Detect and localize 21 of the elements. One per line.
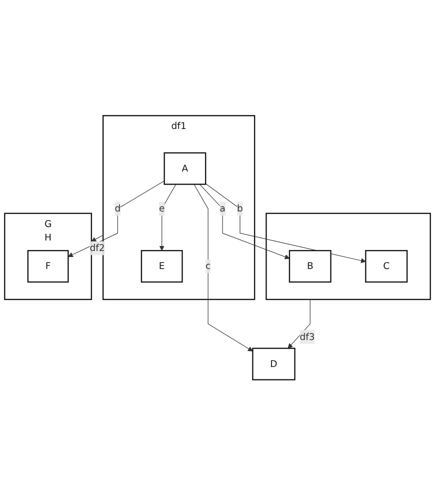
node-box: A — [164, 152, 206, 185]
edge-label: d — [114, 202, 121, 214]
edge-label: df3 — [300, 330, 315, 342]
edge-label: a — [220, 202, 226, 214]
node-box: D — [252, 348, 296, 380]
edge-label: e — [158, 202, 165, 214]
arrow — [199, 184, 290, 260]
node-box: C — [365, 250, 408, 282]
cluster — [266, 212, 431, 300]
node-box: B — [288, 250, 332, 282]
arrow — [205, 183, 366, 263]
arrow — [91, 234, 104, 242]
edge-label: b — [237, 202, 243, 214]
arrow — [68, 180, 165, 257]
arrow — [288, 298, 310, 348]
node-box: E — [140, 250, 183, 282]
arrow — [194, 184, 253, 352]
node-box: F — [27, 250, 69, 282]
edge-label: c — [206, 260, 211, 272]
arrow — [159, 184, 176, 251]
edge-label: df2 — [90, 242, 105, 254]
